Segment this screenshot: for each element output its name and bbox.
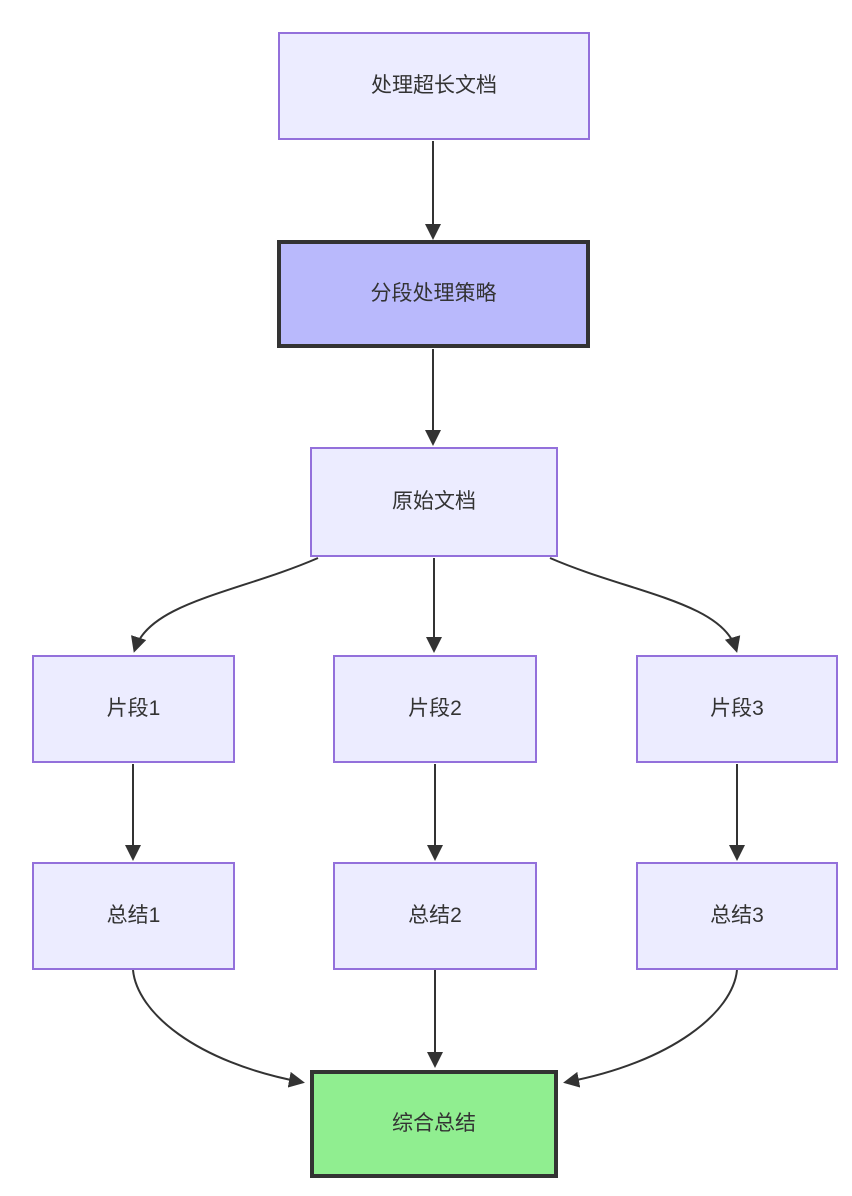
- node-label: 片段2: [408, 697, 462, 721]
- node-handle-long-document: 处理超长文档: [278, 32, 590, 140]
- node-label: 总结2: [408, 904, 462, 928]
- node-summary-1: 总结1: [32, 862, 235, 970]
- node-fragment-2: 片段2: [333, 655, 537, 763]
- node-label: 原始文档: [392, 490, 476, 514]
- edge-summary-3-to-final: [563, 969, 738, 1088]
- node-summary-2: 总结2: [333, 862, 537, 970]
- node-label: 总结3: [710, 904, 764, 928]
- node-label: 分段处理策略: [370, 282, 497, 306]
- edge-summary-1-to-final: [132, 969, 305, 1088]
- node-fragment-1: 片段1: [32, 655, 235, 763]
- node-segmentation-strategy: 分段处理策略: [277, 240, 590, 348]
- node-final-summary: 综合总结: [310, 1070, 558, 1178]
- edge-original-to-fragment-3: [549, 557, 741, 653]
- node-fragment-3: 片段3: [636, 655, 838, 763]
- node-label: 片段1: [106, 697, 161, 721]
- node-original-document: 原始文档: [310, 447, 558, 557]
- node-summary-3: 总结3: [636, 862, 838, 970]
- node-label: 总结1: [106, 904, 161, 928]
- node-label: 片段3: [710, 697, 764, 721]
- node-label: 处理超长文档: [371, 74, 497, 98]
- edge-original-to-fragment-1: [131, 557, 319, 653]
- node-label: 综合总结: [392, 1112, 476, 1136]
